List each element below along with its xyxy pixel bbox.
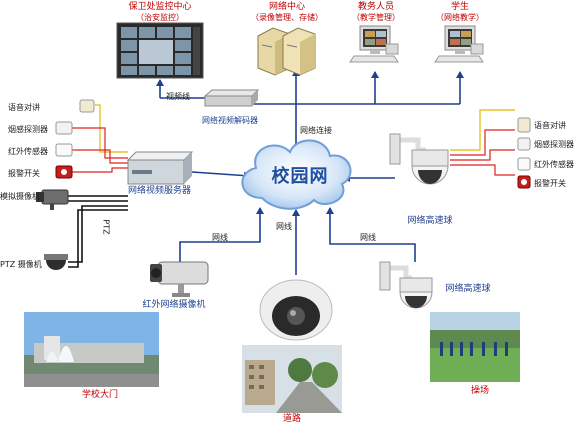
left-sensor-wires (72, 104, 128, 173)
ir-camera-icon (150, 261, 209, 297)
video-decoder-label: 网络视频解码器 (202, 116, 258, 125)
top-bus (229, 69, 464, 150)
network-cable-label-3: 网线 (360, 233, 376, 242)
right-sensor-ir: 红外传感器 (534, 160, 574, 169)
speed-dome-bottom-label: 网络高速球 (445, 284, 491, 294)
network-cable-label-2: 网线 (276, 222, 292, 231)
analog-camera-icon (36, 189, 69, 210)
right-sensor-intercom: 语音对讲 (534, 121, 566, 130)
analog-camera-label: 模拟摄像机 (0, 192, 40, 201)
left-sensor-icons (55, 99, 95, 179)
students-title: 学生 (450, 2, 470, 12)
teacher-workstation (349, 25, 399, 63)
students-sub: （网络教学） (436, 13, 484, 22)
campus-cloud (241, 139, 352, 210)
left-sensor-alarm: 报警开关 (8, 169, 40, 178)
ptz-camera-label: PTZ 摄像机 (0, 260, 42, 269)
decoder-box (203, 89, 260, 107)
road-photo (242, 345, 342, 413)
speed-dome-right-label: 网络高速球 (407, 216, 453, 226)
ir-camera-label: 红外网络摄像机 (142, 300, 206, 310)
right-sensor-icons (517, 117, 531, 189)
school-gate-photo (24, 312, 159, 387)
video-server-label: 网络视频服务器 (128, 186, 192, 196)
video-server-box (126, 151, 194, 185)
right-sensor-wires (450, 109, 515, 176)
teaching-staff-title: 教务人员 (357, 2, 395, 12)
road-label: 道路 (282, 414, 302, 424)
dome-camera-icon (259, 279, 333, 341)
security-center-sub: （治安监控） (136, 13, 184, 22)
right-sensor-smoke: 烟感探测器 (534, 140, 574, 149)
monitor-wall (116, 22, 204, 79)
server-icon (257, 27, 316, 76)
network-center-title: 网络中心 (268, 2, 306, 12)
video-line-label: 视频线 (166, 92, 190, 101)
server-cloud-link (191, 171, 251, 180)
playground-label: 操场 (470, 386, 490, 396)
camera-wiring (68, 195, 128, 268)
left-sensor-ir: 红外传感器 (8, 147, 48, 156)
network-cable-label-1: 网线 (212, 233, 228, 242)
speed-dome-bottom-icon (379, 261, 433, 309)
student-workstation (434, 25, 484, 63)
network-center-sub: （录像管理、存储） (251, 13, 323, 22)
speed-dome-right-icon (389, 133, 449, 185)
left-sensor-intercom: 语音对讲 (8, 103, 40, 112)
bottom-links (179, 207, 416, 275)
campus-cloud-label: 校园网 (271, 166, 329, 187)
teaching-staff-sub: （教学管理） (352, 13, 400, 22)
ptz-wire-label: PTZ (101, 219, 111, 235)
playground-photo (430, 312, 520, 382)
security-center-title: 保卫处监控中心 (128, 2, 192, 12)
right-sensor-alarm: 报警开关 (534, 179, 566, 188)
ptz-camera-icon (44, 254, 68, 270)
left-sensor-smoke: 烟感探测器 (8, 125, 48, 134)
video-line-wire (156, 79, 205, 99)
school-gate-label: 学校大门 (81, 390, 119, 400)
network-connection-label: 网络连接 (300, 126, 332, 135)
